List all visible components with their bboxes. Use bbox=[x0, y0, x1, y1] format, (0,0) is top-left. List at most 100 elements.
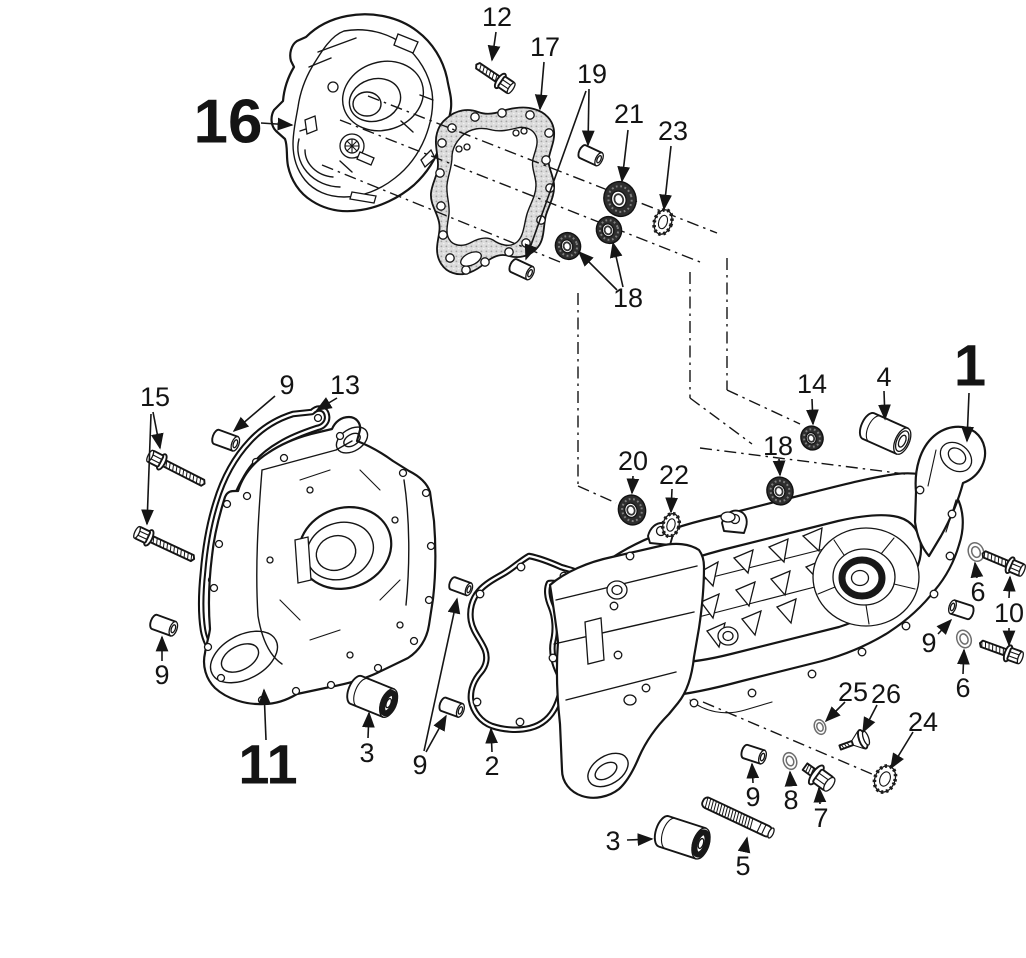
dowel-pin-9-c bbox=[438, 696, 466, 718]
dowel-pin-9-e bbox=[740, 743, 768, 765]
part-number-label-12: 12 bbox=[482, 2, 512, 32]
callout-6: 6 bbox=[955, 648, 971, 703]
cover-gasket-17 bbox=[430, 106, 556, 276]
crankcase-cover-16 bbox=[270, 13, 453, 213]
assembly-axis-line bbox=[367, 95, 718, 234]
callout-19: 19 bbox=[524, 59, 607, 261]
callout-15: 15 bbox=[140, 382, 170, 526]
leader-arrow bbox=[772, 458, 786, 477]
part-number-label-18: 18 bbox=[763, 431, 793, 461]
leader-arrow bbox=[581, 88, 595, 147]
oil-seal-18-b bbox=[554, 231, 582, 261]
leader-arrow bbox=[577, 250, 618, 291]
leader-arrow bbox=[824, 701, 846, 723]
part-number-label-10: 10 bbox=[994, 598, 1024, 628]
callout-5: 5 bbox=[735, 836, 751, 881]
spacer-bushing-4 bbox=[858, 412, 912, 455]
left-crankcase-half-11 bbox=[202, 415, 437, 706]
leader-arrow bbox=[784, 770, 798, 787]
callout-8: 8 bbox=[783, 770, 799, 815]
leader-arrow bbox=[617, 129, 631, 183]
hardware-layer bbox=[133, 62, 1026, 860]
leader-arrow bbox=[423, 597, 461, 752]
flange-bolt-10-b bbox=[978, 639, 1024, 665]
callout-18: 18 bbox=[763, 431, 793, 477]
part-number-label-4: 4 bbox=[876, 362, 891, 392]
gasket-17-bolt-holes bbox=[435, 108, 555, 275]
part-number-label-5: 5 bbox=[735, 851, 750, 881]
toothed-washer-24 bbox=[872, 764, 898, 794]
assembly-axis-line bbox=[321, 164, 561, 263]
callout-9: 9 bbox=[745, 762, 761, 812]
part-number-label-7: 7 bbox=[813, 803, 828, 833]
artwork-layer bbox=[197, 13, 987, 799]
flange-bolt-10-a bbox=[981, 550, 1026, 577]
leader-arrow bbox=[1002, 575, 1016, 599]
leader-arrow bbox=[746, 762, 760, 784]
leader-arrow bbox=[609, 241, 624, 288]
dowel-pin-9-f bbox=[947, 599, 975, 621]
callout-3: 3 bbox=[359, 711, 375, 768]
callout-9: 9 bbox=[154, 635, 170, 690]
callout-21: 21 bbox=[614, 99, 644, 183]
seal-ring-25 bbox=[813, 718, 827, 736]
flange-bolt-15-b bbox=[133, 525, 196, 563]
part-number-label-26: 26 bbox=[871, 679, 901, 709]
part-number-label-9: 9 bbox=[154, 660, 169, 690]
stud-5 bbox=[701, 796, 775, 839]
part-number-label-20: 20 bbox=[618, 446, 648, 476]
part-number-label-24: 24 bbox=[908, 707, 938, 737]
part-number-label-15: 15 bbox=[140, 382, 170, 412]
callout-3: 3 bbox=[605, 826, 654, 856]
part-number-label-6: 6 bbox=[955, 673, 970, 703]
assembly-axis-line bbox=[726, 389, 801, 425]
callout-6: 6 bbox=[970, 561, 986, 607]
spacer-bushing-3-b bbox=[653, 815, 711, 860]
washer-6-a bbox=[967, 542, 985, 562]
right-crankcase-half-1 bbox=[548, 425, 987, 799]
dowel-pin-9-b bbox=[149, 613, 179, 637]
assembly-axis-line bbox=[577, 485, 617, 504]
callout-4: 4 bbox=[876, 362, 892, 421]
oil-seal-20 bbox=[617, 494, 647, 526]
oil-seal-18-c bbox=[766, 476, 794, 506]
oil-seal-18-a bbox=[595, 215, 623, 245]
callout-14: 14 bbox=[797, 369, 827, 426]
toothed-washer-22 bbox=[660, 511, 682, 539]
right-case-bolt-bosses bbox=[609, 485, 957, 708]
part-number-label-22: 22 bbox=[659, 460, 689, 490]
callout-16: 16 bbox=[194, 88, 294, 157]
dowel-pin-19-a bbox=[577, 144, 604, 167]
callout-9: 9 bbox=[412, 597, 461, 780]
assembly-axis-line bbox=[702, 701, 894, 784]
left-case-bolt-bosses bbox=[203, 431, 436, 705]
washer-6-b bbox=[955, 629, 973, 649]
oil-seal-21 bbox=[603, 180, 637, 218]
callout-7: 7 bbox=[813, 786, 829, 833]
assembly-axis-line bbox=[339, 119, 701, 263]
callout-11: 11 bbox=[238, 688, 298, 796]
leader-arrow bbox=[970, 561, 984, 579]
dowel-pin-19-b bbox=[508, 258, 535, 281]
callout-24: 24 bbox=[890, 707, 938, 770]
part-number-label-21: 21 bbox=[614, 99, 644, 129]
callout-10: 10 bbox=[994, 575, 1024, 647]
leader-arrow bbox=[141, 413, 154, 526]
callout-26: 26 bbox=[862, 679, 901, 734]
leader-arrow bbox=[534, 61, 548, 111]
leader-arrow bbox=[890, 731, 914, 770]
part-number-label-11: 11 bbox=[238, 733, 297, 796]
leader-arrow bbox=[957, 648, 970, 675]
part-number-label-9: 9 bbox=[412, 750, 427, 780]
callout-18: 18 bbox=[577, 241, 643, 313]
part-number-label-1: 1 bbox=[954, 334, 986, 399]
callout-22: 22 bbox=[659, 460, 689, 514]
leader-arrow bbox=[362, 711, 375, 739]
part-number-label-18: 18 bbox=[613, 283, 643, 313]
leader-arrow bbox=[232, 395, 276, 433]
leader-arrow bbox=[258, 688, 271, 741]
leader-arrow bbox=[813, 786, 827, 805]
